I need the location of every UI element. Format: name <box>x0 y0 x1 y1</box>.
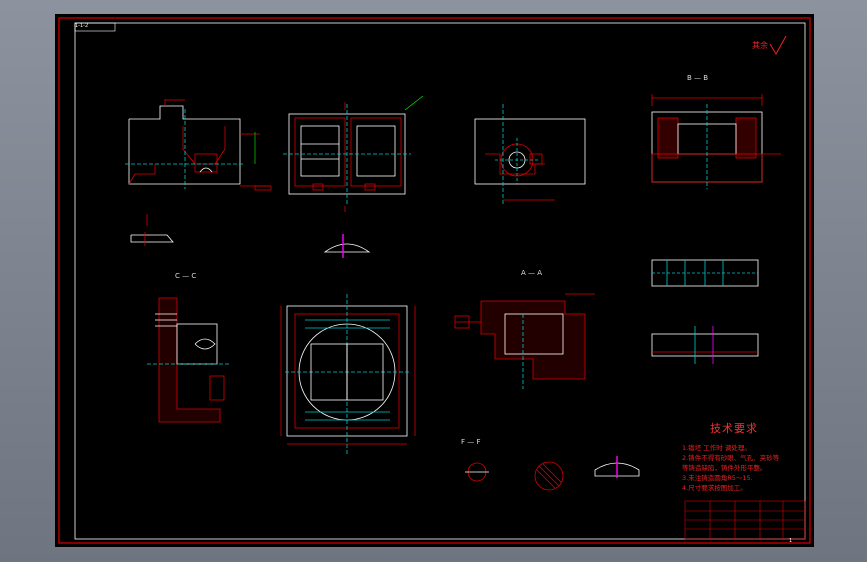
tech-note-5: 4.尺寸要求按图加工。 <box>682 484 747 492</box>
section-cc <box>147 297 230 423</box>
roughness-note: 其余 <box>752 41 768 50</box>
section-aa <box>454 293 595 389</box>
right-details <box>651 259 759 364</box>
plan-view <box>280 294 416 454</box>
tech-note-2: 2.铸件不得有砂眼、气孔、夹砂等 <box>682 454 780 462</box>
label-section-cc: C — C <box>175 272 197 280</box>
tech-note-4: 3.未注铸造圆角R5～15. <box>682 474 753 482</box>
tech-requirements-title: 技术要求 <box>710 422 758 435</box>
label-section-aa: A — A <box>521 269 543 277</box>
tech-note-1: 1.锻坯 工作时 调处理。 <box>682 444 751 452</box>
section-bb <box>651 94 781 189</box>
detail-views <box>130 214 640 491</box>
label-section-bb: B — B <box>687 74 709 82</box>
roughness-mark-icon <box>769 35 787 55</box>
top-view <box>283 95 424 212</box>
front-view <box>125 99 272 191</box>
drawing-code: 1-1-2 <box>75 23 89 29</box>
sheet-number: 1 <box>789 538 793 544</box>
title-block <box>684 500 806 540</box>
drawing-sheet: 1-1-2 其余 B — B C — C A — A F — F 技术要求 1.… <box>55 14 814 547</box>
label-section-ff: F — F <box>461 438 481 446</box>
cad-drawing <box>58 17 811 544</box>
tech-note-3: 等铸造缺陷，铸件外形平整。 <box>682 464 767 472</box>
side-view <box>474 104 586 204</box>
